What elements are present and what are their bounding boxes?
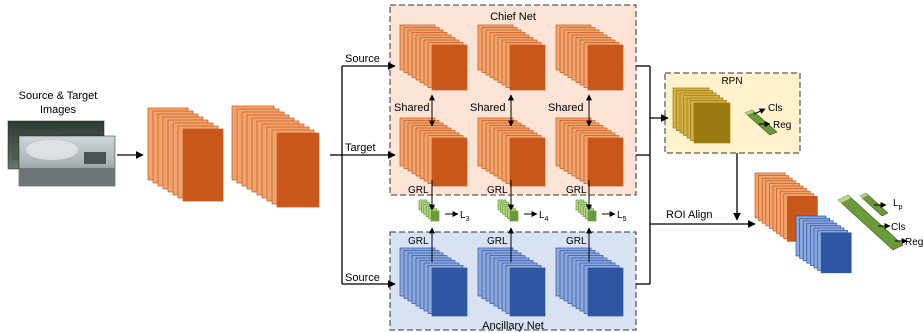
chief-source-block-1 [399,24,468,91]
rpn-feature-block [672,87,731,144]
chief-target-block-2 [477,117,546,187]
rpn-cls: Cls [768,103,782,114]
discriminator-2 [497,199,519,222]
rpn-reg: Reg [773,120,791,131]
loss-l4: L4 [539,210,549,223]
grl-label-top-2: GRL [487,185,508,196]
backbone-block-1 [147,107,224,202]
ancillary-block-1 [399,247,468,317]
chief-source-block-2 [477,24,546,91]
right-connectors [636,65,756,285]
branch-label-source-top: Source [345,53,380,65]
chief-target-block-3 [555,117,624,187]
chief-target-block-1 [399,117,468,187]
discriminator-3 [575,199,597,222]
output-cls: Cls [891,222,905,233]
chief-source-block-3 [555,24,624,91]
loss-l5: L5 [617,210,627,223]
ancillary-block-3 [555,247,624,317]
shared-label-1: Shared [394,102,429,114]
input-label-line2: Images [40,104,77,116]
grl-label-top-3: GRL [566,185,587,196]
input-label-line1: Source & Target [19,90,98,102]
rpn-title: RPN [721,76,742,87]
rpn-head [744,108,778,136]
target-image [18,135,116,187]
output-lp: Lp [893,198,903,211]
shared-label-2: Shared [470,102,505,114]
chief-net-title: Chief Net [490,11,536,23]
shared-arrows [429,94,592,127]
branch-label-source-bottom: Source [345,272,380,284]
grl-label-bottom-1: GRL [408,236,429,247]
grl-label-bottom-3: GRL [566,236,587,247]
branch-connectors [330,62,396,288]
loss-l3: L3 [460,210,470,223]
grl-label-bottom-2: GRL [487,236,508,247]
roi-feature-block-orange [754,172,818,242]
roi-align-label: ROI Align [666,209,712,221]
grl-label-top-1: GRL [408,185,429,196]
output-reg: Reg [905,237,923,248]
shared-label-3: Shared [548,102,583,114]
discriminator-1 [418,199,440,222]
rpn-panel [664,72,801,154]
grl-arrows [429,180,616,262]
feature-stacks [147,24,852,317]
branch-label-target: Target [345,142,376,154]
ancillary-net-title: Ancillary Net [482,320,544,332]
roi-feature-block-blue [795,215,852,274]
backbone-block-2 [231,105,320,208]
output-heads [837,192,908,251]
